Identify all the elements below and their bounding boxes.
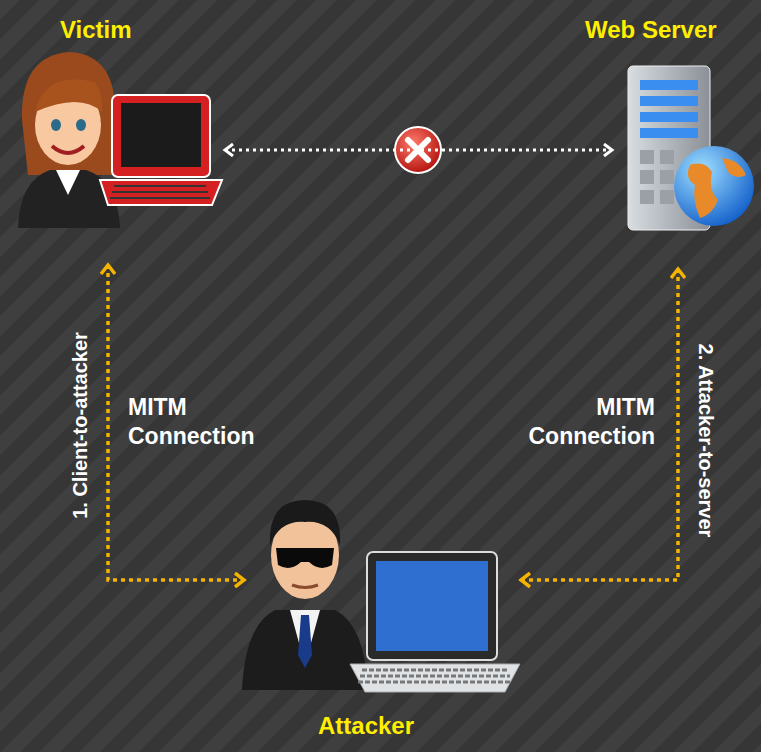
server-node: Web Server [612,8,757,234]
edge-label: 2. Attacker-to-server [694,343,717,537]
node-title: Victim [60,16,132,44]
globe-icon [674,146,754,226]
victim-laptop [100,95,222,205]
connection-label: MITM Connection [505,393,655,451]
edge-label: 1. Client-to-attacker [69,332,92,519]
connection-arrow [108,265,244,580]
attacker-figure [242,500,368,690]
victim-figure [18,52,120,228]
attacker-node: Attacker [240,492,525,748]
attacker-laptop [350,552,520,692]
victim-node: Victim [15,8,225,230]
node-title: Web Server [585,16,717,44]
node-title: Attacker [318,712,414,740]
connection-label: MITM Connection [128,393,278,451]
connection-arrow [225,149,612,152]
